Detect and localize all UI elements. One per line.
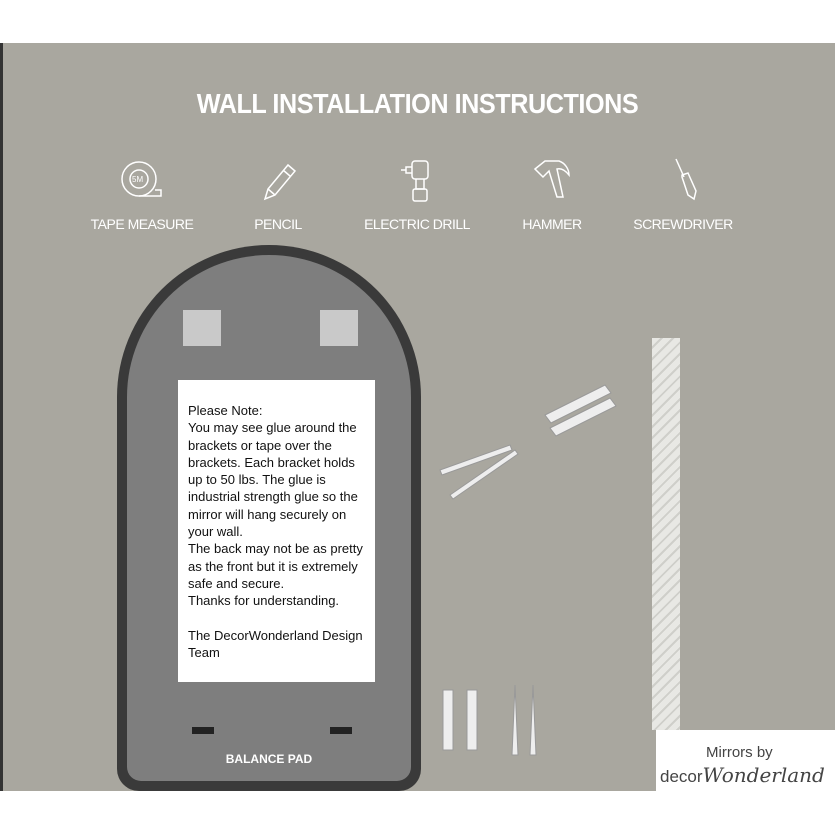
pencil-icon bbox=[263, 163, 297, 201]
tape-measure-icon: 5M bbox=[121, 161, 162, 197]
svg-text:5M: 5M bbox=[132, 175, 143, 184]
tool-label: TAPE MEASURE bbox=[90, 216, 194, 232]
note-card: Please Note: You may see glue around the… bbox=[178, 380, 375, 682]
bracket-left bbox=[183, 310, 221, 346]
tool-label: PENCIL bbox=[254, 216, 302, 232]
brand-logo: Mirrors by decorWonderland bbox=[656, 730, 835, 792]
balance-pad-right bbox=[330, 727, 352, 734]
balance-pad-label: BALANCE PAD bbox=[225, 752, 313, 766]
balance-pad-left bbox=[192, 727, 214, 734]
drill-icon bbox=[401, 160, 429, 202]
tool-electric-drill: ELECTRIC DRILL bbox=[352, 155, 482, 232]
tool-label: ELECTRIC DRILL bbox=[364, 216, 470, 232]
tool-label: SCREWDRIVER bbox=[633, 216, 733, 232]
tool-screwdriver: SCREWDRIVER bbox=[618, 155, 748, 232]
tool-pencil: PENCIL bbox=[213, 155, 343, 232]
tool-hammer: HAMMER bbox=[487, 155, 617, 232]
tool-tape-measure: 5M TAPE MEASURE bbox=[77, 155, 207, 232]
tool-label: HAMMER bbox=[522, 216, 582, 232]
screws-and-anchors-vertical bbox=[442, 684, 537, 756]
wall-section bbox=[652, 338, 680, 730]
bracket-right bbox=[320, 310, 358, 346]
screws-and-anchors-illustration bbox=[439, 384, 617, 500]
page-title: WALL INSTALLATION INSTRUCTIONS bbox=[196, 88, 639, 119]
screwdriver-icon bbox=[675, 158, 697, 201]
hammer-icon bbox=[533, 160, 570, 198]
